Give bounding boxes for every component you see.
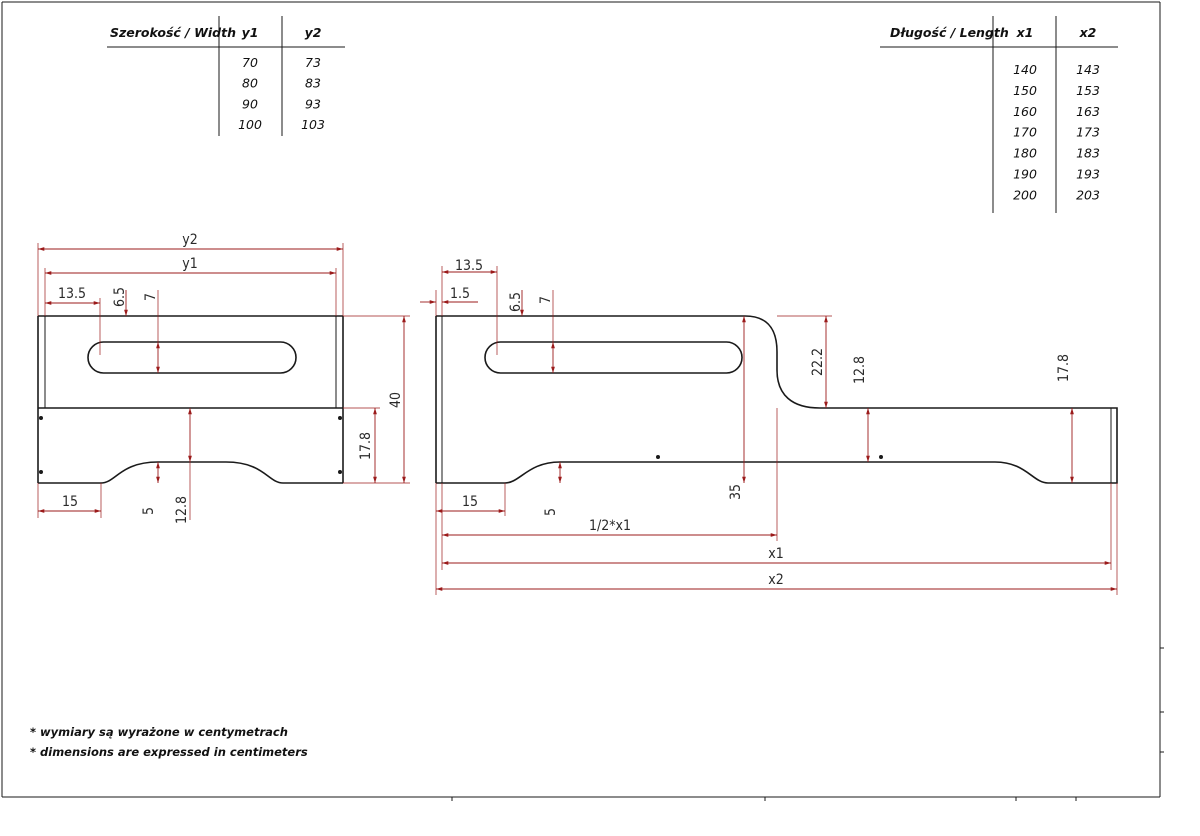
side-view-dim-15: 15: [462, 494, 478, 510]
side-view-dim-7: 7: [538, 296, 554, 304]
end-view-handle-slot: [87, 341, 297, 374]
width-table-header-y2: y2: [305, 25, 322, 40]
length-table-cell: 190: [1013, 167, 1037, 182]
side-view-dim-12-8: 12.8: [852, 356, 868, 384]
side-view-dim-35: 35: [728, 484, 744, 500]
side-view-dim-5: 5: [543, 508, 559, 516]
width-table-cell: 83: [305, 76, 321, 91]
end-view-hole: [338, 416, 342, 420]
length-table-cell: 150: [1013, 83, 1037, 98]
end-view-dimensions: y2 y1 13.5 6.5 7 40 17.8 15 5: [37, 232, 410, 524]
side-view-dim-22-2: 22.2: [810, 348, 826, 376]
side-view-hole: [656, 455, 660, 459]
end-view-dim-15: 15: [62, 494, 78, 510]
width-table-cell: 100: [238, 117, 262, 132]
end-view-hole: [39, 470, 43, 474]
end-view-dim-13-5: 13.5: [58, 286, 86, 302]
end-view-dim-17-8: 17.8: [358, 432, 374, 460]
end-view-dim-12-8: 12.8: [174, 496, 190, 524]
side-view-hole: [879, 455, 883, 459]
side-view-dim-6-5: 6.5: [508, 292, 524, 312]
side-view-dim-x1: x1: [768, 546, 783, 562]
length-table-cell: 163: [1076, 104, 1100, 119]
width-table-header-y1: y1: [242, 25, 259, 40]
length-table-cell: 170: [1013, 125, 1037, 140]
length-table-cell: 203: [1076, 187, 1100, 202]
width-table-header-label: Szerokość / Width: [110, 25, 236, 40]
length-table-cell: 143: [1076, 62, 1100, 77]
side-view-dim-x2: x2: [768, 572, 783, 588]
length-table-cell: 140: [1013, 62, 1037, 77]
end-view-dim-6-5: 6.5: [112, 287, 128, 307]
length-table-cell: 173: [1076, 125, 1100, 140]
length-table-cell: 193: [1076, 167, 1100, 182]
end-view-dim-5: 5: [141, 507, 157, 515]
length-table-cell: 200: [1013, 187, 1037, 202]
width-table-cell: 103: [301, 117, 325, 132]
end-view-dim-y2: y2: [182, 232, 197, 248]
width-table-cell: 90: [242, 96, 258, 111]
width-table-rows: 70 73 80 83 90 93 100 103: [238, 55, 325, 132]
end-view-hole: [338, 470, 342, 474]
note-polish: * wymiary są wyrażone w centymetrach: [30, 725, 288, 739]
side-view-dim-1-5: 1.5: [450, 286, 470, 302]
length-table-header-label: Długość / Length: [890, 25, 1009, 40]
width-table: Szerokość / Width y1 y2 70 73 80 83 90 93 100 1…: [107, 16, 345, 136]
side-view-dim-half-x1: 1/2*x1: [589, 518, 631, 534]
note-english: * dimensions are expressed in centimeter…: [30, 745, 308, 759]
length-table-rows: 140 143 150 153 160 163 170 173 180 183 190 193 200 2…: [1013, 62, 1100, 202]
sheet-frame: [1, 1, 1164, 801]
side-view-dim-13-5: 13.5: [455, 258, 483, 274]
length-table-cell: 153: [1076, 83, 1100, 98]
side-view-dimensions: 13.5 1.5 6.5 7 22.2 12.8 17.8 35 15 5: [420, 258, 1118, 595]
side-view-outline: [435, 315, 1118, 484]
end-view-hole: [39, 416, 43, 420]
end-view-dim-7: 7: [143, 293, 159, 301]
end-view-outline: [37, 315, 344, 484]
end-view-dim-40: 40: [388, 392, 404, 408]
width-table-cell: 80: [242, 76, 258, 91]
length-table: Długość / Length x1 x2 140 143 150 153 160 16…: [880, 16, 1118, 213]
length-table-cell: 160: [1013, 104, 1037, 119]
length-table-header-x1: x1: [1016, 25, 1034, 40]
length-table-cell: 180: [1013, 146, 1037, 161]
notes: * wymiary są wyrażone w centymetrach * d…: [30, 725, 308, 759]
length-table-cell: 183: [1076, 146, 1100, 161]
width-table-cell: 70: [242, 55, 258, 70]
side-view-dim-17-8: 17.8: [1056, 354, 1072, 382]
width-table-cell: 73: [305, 55, 321, 70]
end-view-dim-y1: y1: [182, 256, 197, 272]
side-view-handle-slot: [484, 341, 743, 374]
width-table-cell: 93: [305, 96, 321, 111]
length-table-header-x2: x2: [1079, 25, 1097, 40]
